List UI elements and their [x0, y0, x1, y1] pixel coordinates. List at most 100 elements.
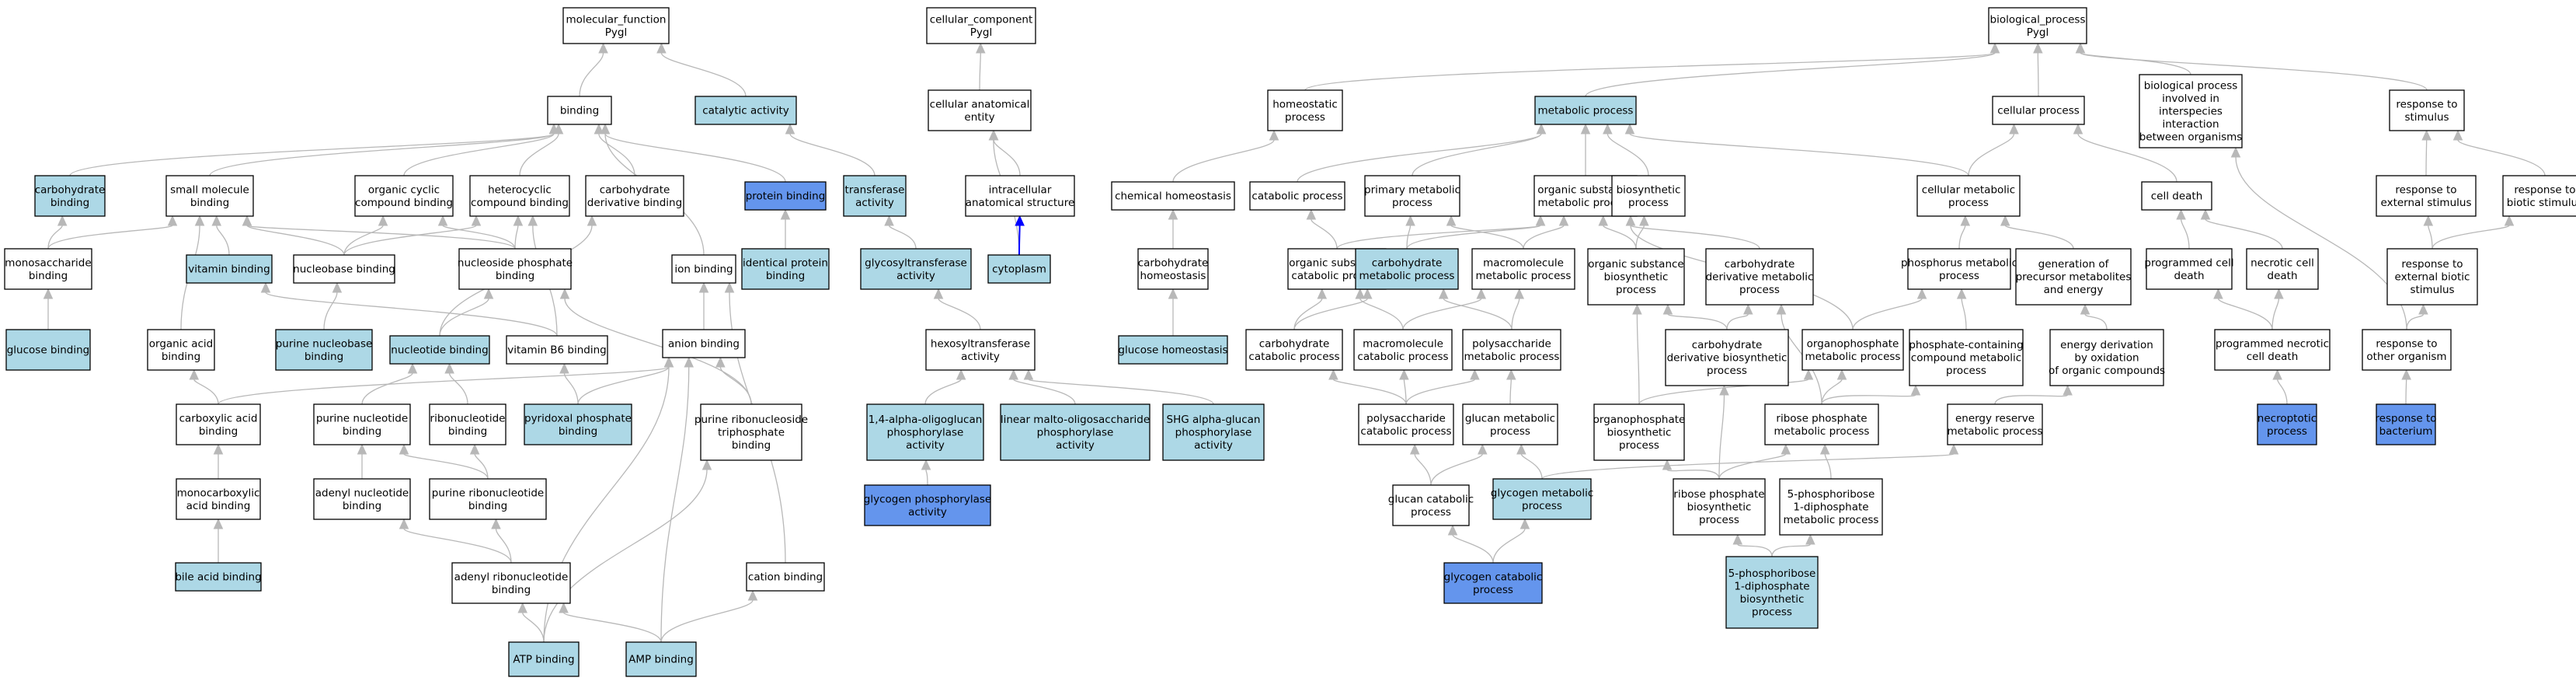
- term-node-cytoplasm[interactable]: cytoplasm: [987, 254, 1051, 284]
- term-node-binding[interactable]: binding: [547, 96, 612, 125]
- edge-orgsubbio-to-orgsubmet: [1598, 215, 1637, 250]
- term-node-glucbind[interactable]: glucose binding: [5, 329, 91, 371]
- term-label-line: cellular_component: [930, 13, 1032, 26]
- term-node-celldeath[interactable]: cell death: [2141, 181, 2212, 211]
- term-node-vitb6[interactable]: vitamin B6 binding: [506, 335, 608, 365]
- term-node-nucleotide[interactable]: nucleotide binding: [389, 335, 490, 365]
- term-node-cationbind[interactable]: cation binding: [746, 562, 825, 592]
- term-node-chemhomeo[interactable]: chemical homeostasis: [1111, 181, 1235, 211]
- term-node-alphaoligo[interactable]: 1,4-alpha-oligoglucanphosphorylaseactivi…: [866, 403, 984, 461]
- term-node-prppbio[interactable]: 5-phosphoribose1-diphosphatebiosynthetic…: [1725, 556, 1819, 629]
- term-node-anion[interactable]: anion binding: [662, 329, 746, 358]
- term-node-ampbind[interactable]: AMP binding: [625, 641, 697, 677]
- term-node-cellproc[interactable]: cellular process: [1992, 96, 2085, 125]
- term-label-line: process: [1946, 365, 1986, 377]
- term-node-vitamin[interactable]: vitamin binding: [186, 254, 273, 284]
- edge-arrowhead: [1948, 443, 1959, 455]
- term-node-catalytic[interactable]: catalytic activity: [694, 96, 797, 125]
- edge-arrowhead: [1960, 215, 1971, 226]
- term-node-atpbind[interactable]: ATP binding: [508, 641, 580, 677]
- term-node-metabolic[interactable]: metabolic process: [1534, 96, 1637, 125]
- term-node-nucleobase[interactable]: nucleobase binding: [293, 254, 395, 284]
- term-label-line: external biotic: [2395, 271, 2470, 284]
- term-node-catabolic[interactable]: catabolic process: [1249, 181, 1345, 211]
- edge-glucanmet-to-polysacmet: [1506, 368, 1516, 405]
- edge-glycogencat-to-glycogenmet: [1492, 518, 1530, 564]
- term-node-glucosehomeo[interactable]: glucose homeostasis: [1118, 335, 1228, 365]
- term-node-ionbind[interactable]: ion binding: [671, 254, 736, 284]
- term-node-bileacid[interactable]: bile acid binding: [175, 562, 262, 592]
- term-node-maltooligo[interactable]: linear malto-oligosaccharidephosphorylas…: [1000, 403, 1150, 461]
- term-node-protbind[interactable]: protein binding: [744, 181, 827, 211]
